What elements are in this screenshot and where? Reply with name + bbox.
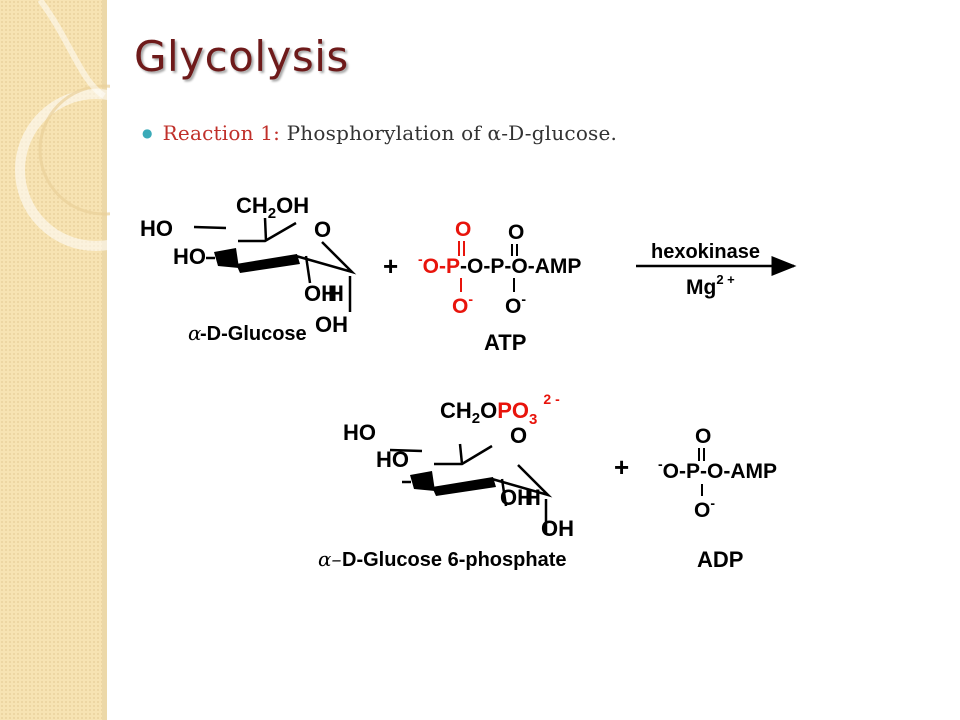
sidebar-edge — [102, 0, 107, 720]
g6p-structure: CH2OPO32 - O HO HO OH H OH α– D-Glucose … — [318, 391, 574, 571]
reaction-arrow: hexokinase Mg2 + — [636, 241, 797, 299]
glucose-ch2oh: CH2OH — [236, 193, 309, 222]
g6p-name: D-Glucose 6-phosphate — [342, 549, 566, 571]
glucose-wedge-front — [236, 254, 300, 273]
sidebar-swirl-ornament — [15, 0, 110, 251]
glucose-wedge-left — [214, 248, 239, 268]
plus-sign-products: + — [614, 452, 629, 482]
glucose-name: -D-Glucose — [200, 323, 307, 345]
adp-o-bottom: O- — [694, 495, 715, 522]
atp-chain: -O-P-O-P-O-AMP — [418, 251, 581, 278]
atp-o-bottom-2: O- — [505, 291, 526, 318]
bullet-reaction-1: ● Reaction 1: Phosphorylation of α-D-gluc… — [142, 121, 617, 145]
adp-o-top: O — [695, 425, 711, 448]
adp-name: ADP — [697, 547, 743, 572]
g6p-ch2-phosphate: CH2OPO32 - — [440, 391, 560, 428]
arrow-cofactor-label: Mg2 + — [686, 272, 735, 299]
glucose-ho-mid: HO — [173, 244, 206, 269]
g6p-ho-mid: HO — [376, 447, 409, 472]
g6p-ho-top: HO — [343, 420, 376, 445]
glucose-oh-anomeric: OH — [315, 312, 348, 337]
glucose-ring-oxygen: O — [314, 217, 331, 242]
g6p-oh-low: OH — [500, 485, 533, 510]
adp-double-bond — [698, 448, 705, 461]
plus-sign-reactants: + — [383, 251, 398, 281]
reaction-separator: : — [273, 121, 281, 145]
glucose-structure: CH2OH O HO HO OH H OH α -D-Glucose — [140, 193, 357, 345]
slide-title: Glycolysis — [134, 32, 349, 81]
g6p-ring-bonds — [389, 443, 553, 535]
g6p-ring-oxygen: O — [510, 423, 527, 448]
atp-double-bond-2 — [511, 244, 518, 256]
g6p-wedge-left — [410, 471, 435, 491]
atp-double-bond-1 — [458, 241, 465, 256]
g6p-alpha-symbol: α– — [318, 547, 342, 571]
g6p-wedge-front — [432, 477, 496, 496]
g6p-h-low: H — [525, 485, 541, 510]
atp-o-top-1: O — [455, 218, 471, 241]
glucose-h-low: H — [328, 281, 344, 306]
reaction-description: Phosphorylation of α-D-glucose. — [280, 121, 618, 145]
sidebar-decoration — [0, 0, 106, 720]
adp-chain: -O-P-O-AMP — [658, 456, 777, 483]
glucose-alpha-symbol: α — [188, 321, 202, 345]
atp-structure: O O -O-P-O-P-O-AMP O- O- ATP — [418, 218, 581, 355]
arrow-enzyme-label: hexokinase — [651, 241, 760, 263]
atp-o-top-2: O — [508, 221, 524, 244]
glucose-oh-low: OH — [304, 281, 337, 306]
g6p-oh-anomeric: OH — [541, 516, 574, 541]
glucose-ring-bonds — [193, 217, 357, 312]
bullet-point-icon: ● — [142, 126, 153, 140]
glucose-ho-top: HO — [140, 216, 173, 241]
atp-name: ATP — [484, 330, 526, 355]
adp-structure: O -O-P-O-AMP O- ADP — [658, 425, 777, 572]
reaction-label: Reaction 1 — [162, 121, 274, 145]
atp-o-bottom-1: O- — [452, 291, 473, 318]
